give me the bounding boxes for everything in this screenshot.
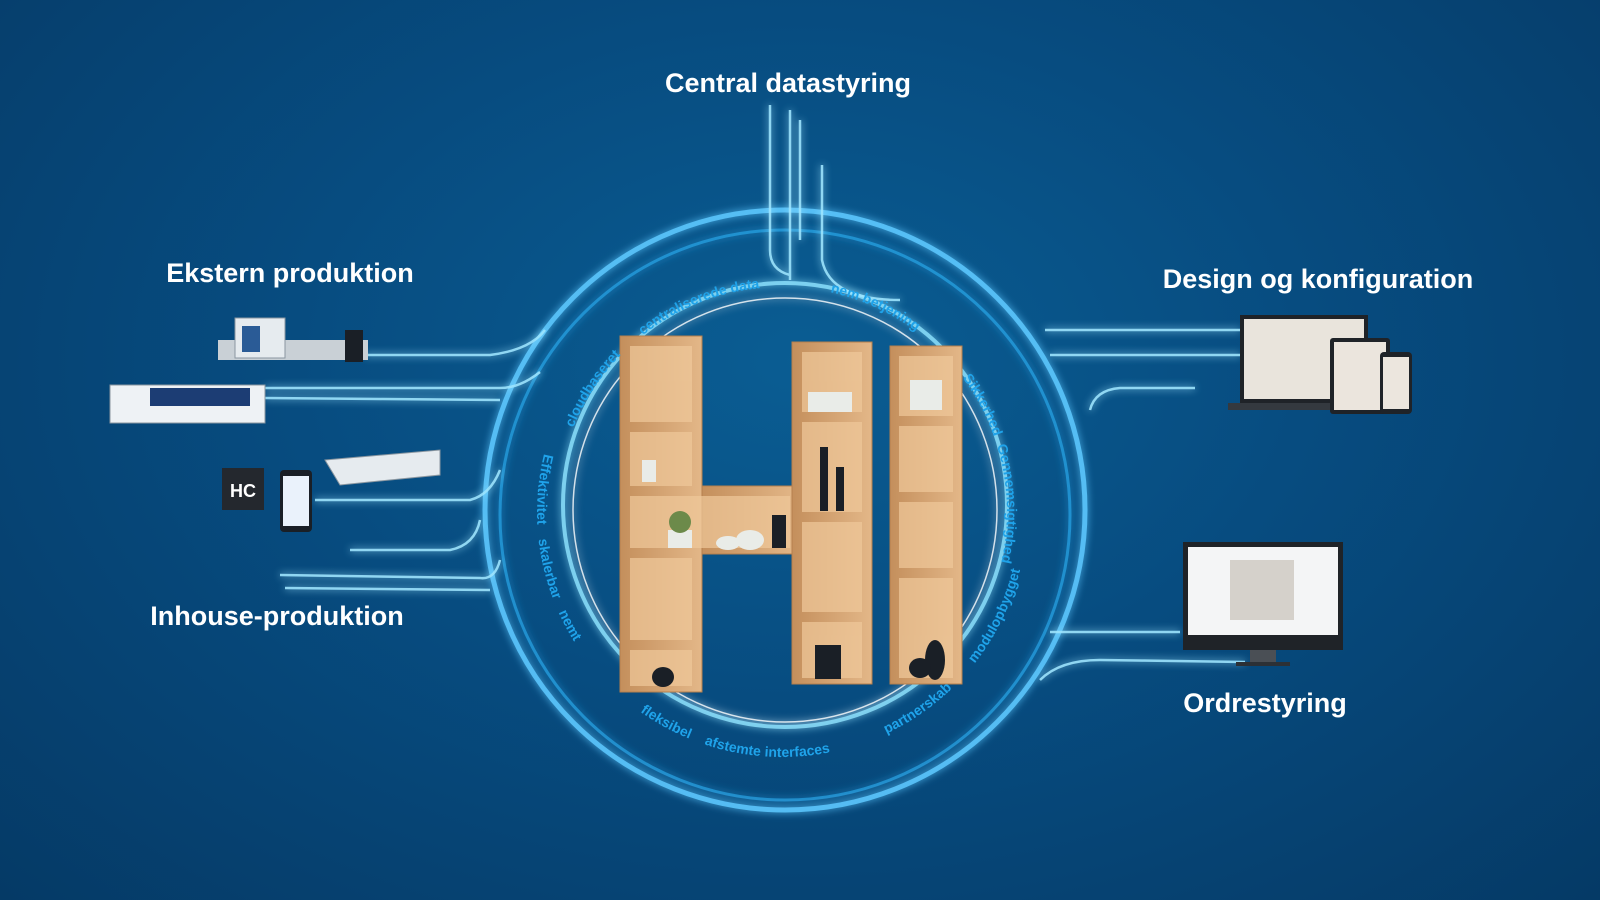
svg-text:nemt: nemt (556, 607, 586, 644)
order-management-monitor (1183, 542, 1343, 666)
heading-design-og-konfiguration: Design og konfiguration (1162, 264, 1474, 294)
ring-word-cloudbaseret: cloudbaseret (561, 346, 623, 429)
svg-text:partnerskab: partnerskab (881, 679, 955, 737)
svg-text:cloudbaseret: cloudbaseret (561, 346, 623, 429)
ring-word-afstemte-interfaces: afstemte interfaces (703, 732, 831, 760)
heading-ekstern-produktion: Ekstern produktion (166, 258, 414, 288)
connection-lines (264, 105, 1246, 681)
svg-text:centraliserede data: centraliserede data (635, 275, 760, 337)
ring-word-effektivitet: Effektivitet (534, 453, 557, 525)
svg-text:Effektivitet: Effektivitet (534, 453, 557, 525)
ring-word-nemt: nemt (556, 607, 586, 644)
heading-ordrestyring: Ordrestyring (1183, 688, 1347, 718)
svg-text:skalerbar: skalerbar (536, 538, 566, 602)
ring-word-skalerbar: skalerbar (536, 538, 566, 602)
hi-shelf-illustration (619, 335, 963, 693)
hc-logo-badge: HC (230, 481, 256, 501)
ring-word-partnerskab: partnerskab (881, 679, 955, 737)
svg-text:fleksibel: fleksibel (638, 701, 694, 741)
heading-central-datastyring: Central datastyring (664, 68, 912, 98)
svg-text:Gennemsigtighed: Gennemsigtighed (994, 442, 1020, 565)
glow-rings (482, 207, 1088, 813)
svg-text:afstemte interfaces: afstemte interfaces (703, 732, 831, 760)
heading-inhouse-produktion: Inhouse-produktion (150, 601, 404, 631)
svg-text:Sikkerhed: Sikkerhed (960, 370, 1006, 438)
ring-word-fleksibel: fleksibel (638, 701, 694, 741)
inhouse-production-machines (222, 449, 441, 532)
ring-word-centraliserede-data: centraliserede data (635, 275, 760, 337)
external-production-machines (109, 317, 368, 424)
ring-word-gennemsigtighed: Gennemsigtighed (994, 442, 1020, 565)
ring-word-sikkerhed: Sikkerhed (960, 370, 1006, 438)
design-devices (1228, 315, 1412, 414)
